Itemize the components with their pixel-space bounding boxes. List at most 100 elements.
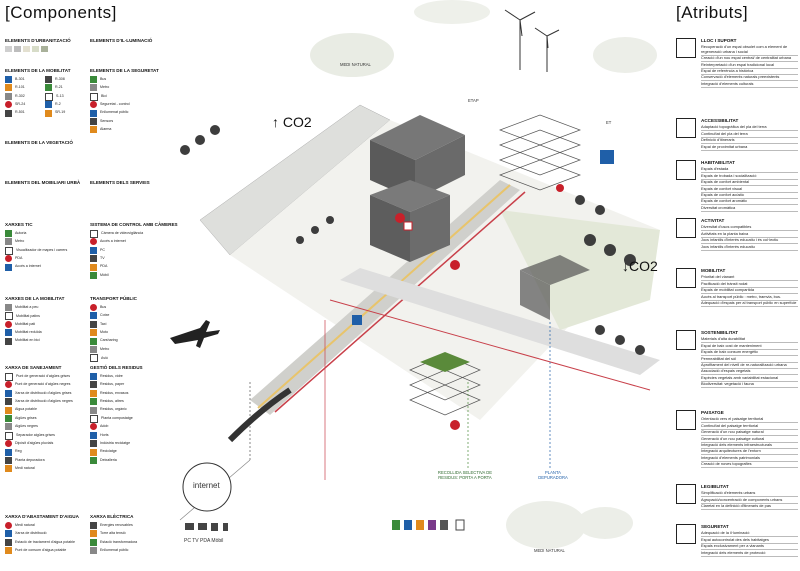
- component-item: B-301: [5, 76, 25, 83]
- attribute-item: Adequació d'espais per al transport públ…: [701, 299, 798, 307]
- attribute-item: Creació d'un nou espai central/ de centr…: [701, 55, 798, 63]
- component-item: Estació de tractament d'aigua potable: [5, 538, 76, 546]
- component-item-icon: [90, 312, 97, 320]
- component-section-title: ELEMENTS DE LA MOBILITAT: [5, 68, 71, 73]
- component-item-label: Bus: [100, 304, 107, 309]
- attribute-item: Adaptació topogràfica del pla del terra: [701, 124, 798, 132]
- component-section-title: ELEMENTS D'IL·LUMINACIÓ: [90, 38, 153, 43]
- component-item-icon: [90, 354, 98, 363]
- attribute-item: Espais de confort ambiental: [701, 179, 798, 187]
- metro-tunnel: [227, 387, 292, 443]
- component-item-icon: [90, 381, 97, 389]
- component-item-label: SR-19: [55, 110, 66, 115]
- component-item-icon: [5, 101, 12, 109]
- dots-icon: [676, 218, 696, 238]
- component-item-icon: [5, 320, 12, 328]
- component-item-icon: [90, 530, 97, 538]
- component-item-label: Planta compostatge: [101, 416, 133, 421]
- component-item-label: Horts: [100, 432, 109, 437]
- stop-sign-icon: [450, 260, 460, 270]
- component-item-icon: [5, 337, 12, 345]
- attribute-item: Prioritat del vianant: [701, 274, 798, 282]
- component-item-label: Aigües negres: [15, 424, 38, 429]
- component-item: Reg: [5, 448, 22, 456]
- attribute-item: Associació d'espais vegetals: [701, 368, 798, 376]
- component-item: Mobilitat en bici: [5, 337, 40, 345]
- device-icons: [185, 523, 228, 531]
- component-section-title: ELEMENTS DEL MOBILIARI URBÀ: [5, 180, 81, 185]
- component-section-title: TRANSPORT PÚBLIC: [90, 296, 137, 301]
- component-item: Bici: [90, 92, 107, 101]
- component-item-label: R-308: [55, 76, 65, 81]
- component-item: R-308: [45, 76, 65, 83]
- attribute-item: Espai de baix cost de manteniment: [701, 343, 798, 350]
- component-item-label: Visualitzador de mapes i carrers: [16, 248, 68, 252]
- medi-natural-bottom-label: MEDI NATURAL: [534, 548, 565, 553]
- component-item: Mobilitat a peu: [5, 304, 38, 311]
- component-item: Mobilitat patins: [5, 312, 40, 321]
- component-item: Residus, paper: [90, 381, 124, 389]
- building-mid: [370, 180, 450, 212]
- component-item: Xarxa de distribució: [5, 530, 47, 538]
- component-item: Accés a internet: [90, 238, 126, 246]
- component-item-icon: [5, 398, 12, 406]
- component-item-icon: [5, 423, 12, 431]
- component-item-icon: [90, 398, 97, 406]
- component-item: Planta compostatge: [90, 415, 133, 423]
- component-item-icon: [5, 389, 12, 397]
- attribute-item: Integració d'elements culturals: [701, 81, 798, 88]
- component-item-icon: [90, 431, 97, 439]
- component-item-label: Carsharing: [100, 338, 118, 343]
- speed-sign-icon: [403, 221, 413, 231]
- component-item-icon: [5, 263, 12, 271]
- component-item-icon: [5, 415, 12, 422]
- attribute-item: Recuperació d'un espai obsolet com a ele…: [701, 45, 798, 56]
- component-item: Moto: [90, 329, 108, 337]
- component-item: S-13: [45, 92, 64, 101]
- building-solar: [370, 115, 465, 160]
- component-item: Horts: [90, 431, 109, 439]
- attribute-item: Integració dels elements infraestructura…: [701, 442, 798, 449]
- component-item: Medi natural: [5, 522, 35, 529]
- component-item: Bus: [90, 76, 106, 83]
- ground-plane: [230, 120, 660, 420]
- attribute-title: LEGIBILITAT: [701, 484, 729, 489]
- devices-label: PC TV PDA Mòbil: [184, 538, 224, 544]
- component-item-icon: [90, 92, 98, 101]
- natural-area-bottom: [506, 501, 586, 549]
- component-item-icon: [90, 109, 97, 117]
- component-item-label: Separador aigües grises: [16, 433, 55, 437]
- attribute-title: ACTIVITAT: [701, 218, 725, 223]
- component-item: Separador aigües grises: [5, 431, 55, 440]
- component-item-icon: [90, 272, 97, 279]
- component-item: Aigües negres: [5, 423, 38, 431]
- component-item-label: Residus, envasos: [100, 390, 129, 395]
- attribute-item: Jocs infantils d'interès educatiu: [701, 244, 798, 251]
- component-item-icon: [90, 230, 98, 238]
- component-section-title: ELEMENTS DE LA VEGETACIÓ: [5, 140, 73, 145]
- component-item-label: Estació de tractament d'aigua potable: [15, 539, 76, 544]
- component-section-title: XARXA ELÈCTRICA: [90, 514, 134, 519]
- component-item: Reciclatge: [90, 448, 117, 456]
- component-item-label: Enllumenat públic: [100, 547, 129, 552]
- component-item-label: S-13: [56, 94, 64, 98]
- component-item: Deixalleria: [90, 457, 117, 464]
- component-item-label: B-301: [15, 76, 25, 81]
- planta-label: PLANTA DEPURADORA: [538, 470, 568, 480]
- et-label: ET: [606, 120, 612, 125]
- attribute-item: Diversitat d'usos compatibles: [701, 224, 798, 232]
- component-item-label: Medi natural: [15, 466, 35, 471]
- attribute-item: Espais de mobilitat compartida: [701, 287, 798, 295]
- component-item-icon: [5, 538, 12, 546]
- component-item-icon: [5, 304, 12, 311]
- component-item-label: Reciclatge: [100, 449, 117, 454]
- component-item-icon: [5, 84, 12, 92]
- component-item-icon: [5, 440, 12, 448]
- component-item-label: Càmera de videovigilància: [101, 231, 144, 236]
- component-item-label: Bus: [100, 76, 107, 81]
- component-section-title: SISTEMA DE CONTROL AMB CÀMERES: [90, 222, 178, 227]
- component-item: Mobilitat pati: [5, 320, 35, 328]
- natural-area-bottom-right: [577, 507, 633, 539]
